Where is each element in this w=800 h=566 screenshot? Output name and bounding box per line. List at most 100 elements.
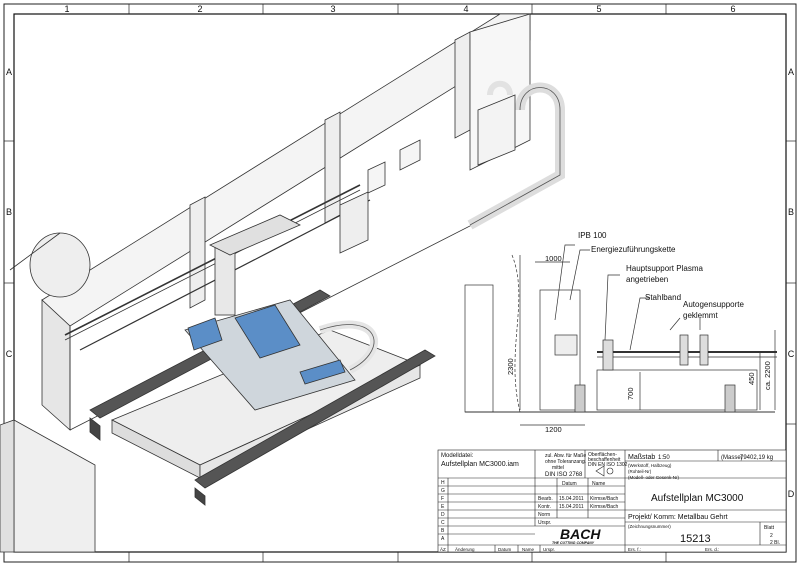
revision-letter: A — [441, 536, 445, 542]
col-label-top: 5 — [596, 4, 601, 14]
material-line: (Modell- oder Gesenk-Nr) — [628, 475, 680, 480]
side-view-labels: IPB 100 Energiezuführungskette Hauptsupp… — [506, 231, 772, 434]
wall-pillar — [454, 31, 471, 139]
label-plasma-driven: angetrieben — [626, 275, 668, 284]
mass-label: (Masse) — [721, 455, 743, 461]
row-label-right: A — [788, 67, 794, 77]
operator-panel — [554, 334, 578, 356]
leader-line — [569, 249, 590, 301]
side-frame — [539, 289, 581, 411]
revision-letter: C — [441, 520, 445, 526]
gantry-carriage — [234, 304, 301, 359]
footer-label: Datum — [498, 547, 512, 552]
label-plasma-support: Hauptsupport Plasma — [626, 264, 703, 273]
front-wall — [13, 419, 96, 553]
row-label-right: C — [788, 349, 795, 359]
row-label-left: C — [6, 349, 13, 359]
isometric-view — [0, 13, 565, 553]
surface-line: DIN EN ISO 1302 — [588, 462, 628, 468]
footer-label: ÄZ — [440, 546, 446, 552]
side-view — [464, 244, 777, 426]
energy-chain-tower — [214, 244, 236, 316]
project-label: Projekt/ Komm: Metallbau Gehrt — [628, 514, 728, 521]
dim-2300: 2300 — [506, 358, 515, 375]
date-value: 15.04.2011 — [559, 504, 584, 510]
role-label: Urspr. — [538, 520, 551, 526]
date-value: 15.04.2011 — [559, 496, 584, 502]
revision-letter: H — [441, 480, 445, 486]
row-label-left: A — [6, 67, 12, 77]
dim-2200: ca. 2200 — [763, 361, 772, 390]
mass-value: 79402,19 kg — [740, 455, 773, 461]
footer-label: Urspr. — [543, 547, 555, 552]
bach-logo-subtitle: THE CUTTING COMPANY — [552, 541, 595, 545]
tolerance-line: mittel — [552, 465, 564, 471]
filter-unit — [477, 94, 516, 166]
sheet-value: 2 — [770, 533, 773, 539]
guide-rail-right — [194, 349, 436, 489]
revision-letter: G — [441, 488, 445, 494]
scale-value: 1:50 — [658, 455, 670, 461]
dim-1200: 1200 — [545, 425, 562, 434]
row-label-right: B — [788, 207, 794, 217]
title-block — [437, 449, 787, 553]
footer-label: Ers. f.: — [628, 547, 641, 552]
dim-700: 700 — [626, 387, 635, 400]
bach-logo: BACH — [560, 526, 601, 542]
material-line: (Werkstoff, Halbzeug) — [628, 463, 672, 468]
role-label: Kontr. — [538, 504, 551, 510]
col-label-top: 6 — [730, 4, 735, 14]
modelldatei-label: Modelldatei: — [441, 453, 474, 459]
footer-label: Name — [522, 547, 535, 552]
role-label: Bearb. — [538, 496, 553, 502]
wall-pillar — [189, 196, 206, 309]
role-label: Norm — [538, 512, 550, 518]
revision-letter: F — [441, 496, 444, 502]
plasma-torch — [602, 339, 614, 371]
iso-standard: DIN ISO 2768 — [545, 472, 583, 478]
col-label-top: 3 — [330, 4, 335, 14]
row-label-left: B — [6, 207, 12, 217]
control-cabinet — [339, 191, 369, 254]
sheet-count: 2 Bl. — [770, 540, 780, 546]
name-value: Kirmse/Bach — [590, 504, 619, 510]
scale-label: Maßstab — [628, 454, 655, 461]
surface-line: beschaffenheit — [588, 457, 621, 463]
title-block-text: Modelldatei: Aufstellplan MC3000.iam zul… — [440, 452, 780, 552]
dim-450: 450 — [747, 372, 756, 385]
oxy-torch — [699, 334, 709, 366]
revision-letter: E — [441, 504, 445, 510]
duct-cylinder — [29, 232, 91, 298]
sheet-label: Blatt — [764, 525, 775, 531]
leader-line — [629, 297, 650, 351]
revision-letter: D — [441, 512, 445, 518]
name-value: Kirmse/Bach — [590, 496, 619, 502]
footer-label: Änderung — [455, 546, 475, 552]
tolerance-line: zul. Abw. für Maße — [545, 453, 586, 459]
revision-grid — [438, 478, 625, 552]
column-head-name: Name — [592, 481, 606, 487]
label-energy-chain: Energiezuführungskette — [591, 245, 676, 254]
grid-ticks — [4, 4, 796, 562]
drawing-title: Aufstellplan MC3000 — [651, 493, 744, 504]
dim-1000: 1000 — [545, 254, 562, 263]
column-head-date: Datum — [562, 481, 577, 487]
material-line: (Rohteil-Nr) — [628, 469, 652, 474]
surface-line: Oberflächen- — [588, 452, 617, 458]
row-label-right: D — [788, 489, 795, 499]
col-label-top: 1 — [64, 4, 69, 14]
oxy-torch — [679, 334, 689, 366]
col-label-top: 2 — [197, 4, 202, 14]
label-steel-band: Stahlband — [645, 293, 681, 302]
revision-letter: B — [441, 528, 445, 534]
drawing-number: 15213 — [680, 533, 711, 545]
break-line — [511, 254, 521, 413]
table-profile — [596, 369, 758, 411]
side-pillar — [464, 284, 494, 413]
drawing-number-label: (Zeichnungsnummer) — [628, 524, 671, 529]
modelldatei-value: Aufstellplan MC3000.iam — [441, 461, 519, 468]
leader-line — [604, 274, 620, 341]
col-label-top: 4 — [463, 4, 468, 14]
